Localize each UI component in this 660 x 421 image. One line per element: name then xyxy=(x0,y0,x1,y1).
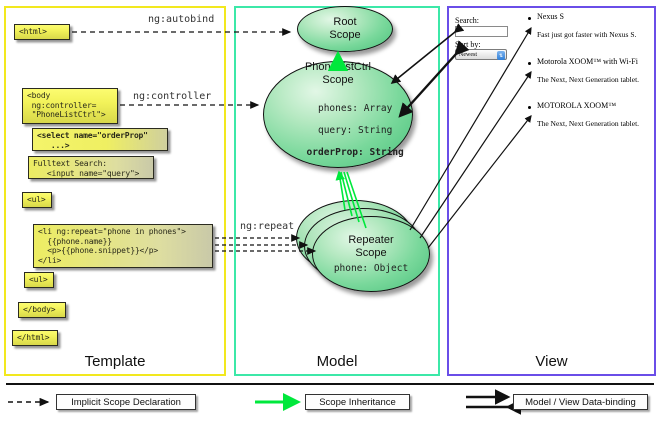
scope-root: Root Scope xyxy=(297,6,393,52)
legend-item-model-view-data-binding: Model / View Data-binding xyxy=(513,394,648,410)
legend-double-arrow-icon xyxy=(466,389,521,415)
code-box-body-close: </body> xyxy=(18,302,66,318)
list-bullet xyxy=(528,62,531,65)
scope-repeater-line1: Repeater xyxy=(348,234,394,246)
scope-ctrl-line2: Scope xyxy=(322,73,354,86)
scope-phonelistctrl: PhoneListCtrl Scope phones: Array query:… xyxy=(263,61,413,168)
code-box-html-open: <html> xyxy=(14,24,70,40)
edge-label-controller: ng:controller xyxy=(133,91,212,102)
panel-model-title: Model xyxy=(316,353,358,370)
chevron-updown-icon: ⇅ xyxy=(497,51,505,60)
list-bullet xyxy=(528,106,531,109)
phone-name: Nexus S xyxy=(537,12,564,21)
sort-by-selected-value: Newest xyxy=(459,51,477,58)
list-bullet xyxy=(528,17,531,20)
scope-repeater-line2: Scope xyxy=(355,247,387,259)
scope-ctrl-prop-orderprop: orderProp: String xyxy=(306,146,404,158)
edge-label-autobind: ng:autobind xyxy=(148,14,215,25)
phone-snippet: Fast just got faster with Nexus S. xyxy=(537,30,637,39)
view-sort-label: Sort by: xyxy=(455,40,481,49)
phone-snippet: The Next, Next Generation tablet. xyxy=(537,119,640,128)
code-box-li-repeat: <li ng:repeat="phone in phones"> {{phone… xyxy=(33,224,213,268)
scope-ctrl-prop-query: query: String xyxy=(317,124,393,136)
panel-view-title: View xyxy=(535,353,568,370)
search-input[interactable] xyxy=(455,26,508,37)
phone-name: MOTOROLA XOOM™ xyxy=(537,101,617,110)
scope-root-line1: Root xyxy=(333,16,357,28)
code-box-select: <select name="orderProp" ...> xyxy=(32,128,168,151)
code-box-fulltext-search: Fulltext Search: <input name="query"> xyxy=(28,156,154,179)
legend-divider xyxy=(6,383,654,385)
sort-by-select[interactable]: Newest ⇅ xyxy=(455,49,507,60)
legend-item-implicit-scope-declaration: Implicit Scope Declaration xyxy=(56,394,196,410)
view-search-label: Search: xyxy=(455,16,479,25)
legend-item-scope-inheritance: Scope Inheritance xyxy=(305,394,410,410)
code-box-body-open: <body ng:controller= "PhoneListCtrl"> xyxy=(22,88,118,124)
scope-repeater: Repeater Scope phone: Object xyxy=(312,216,430,292)
phone-name: Motorola XOOM™ with Wi-Fi xyxy=(537,57,638,66)
legend: Implicit Scope Declaration Scope Inherit… xyxy=(0,381,660,421)
code-box-ul-open: <ul> xyxy=(22,192,52,208)
scope-ctrl-prop-phones: phones: Array xyxy=(317,102,393,114)
panel-template: Template xyxy=(4,6,226,376)
panel-template-title: Template xyxy=(84,353,146,370)
scope-ctrl-line1: PhoneListCtrl xyxy=(304,60,372,73)
phone-snippet: The Next, Next Generation tablet. xyxy=(537,75,640,84)
code-box-html-close: </html> xyxy=(12,330,58,346)
scope-repeater-prop-phone: phone: Object xyxy=(333,263,409,274)
edge-label-repeat: ng:repeat xyxy=(240,221,295,232)
scope-root-line2: Scope xyxy=(329,29,361,41)
code-box-ul-close: <ul> xyxy=(24,272,54,288)
